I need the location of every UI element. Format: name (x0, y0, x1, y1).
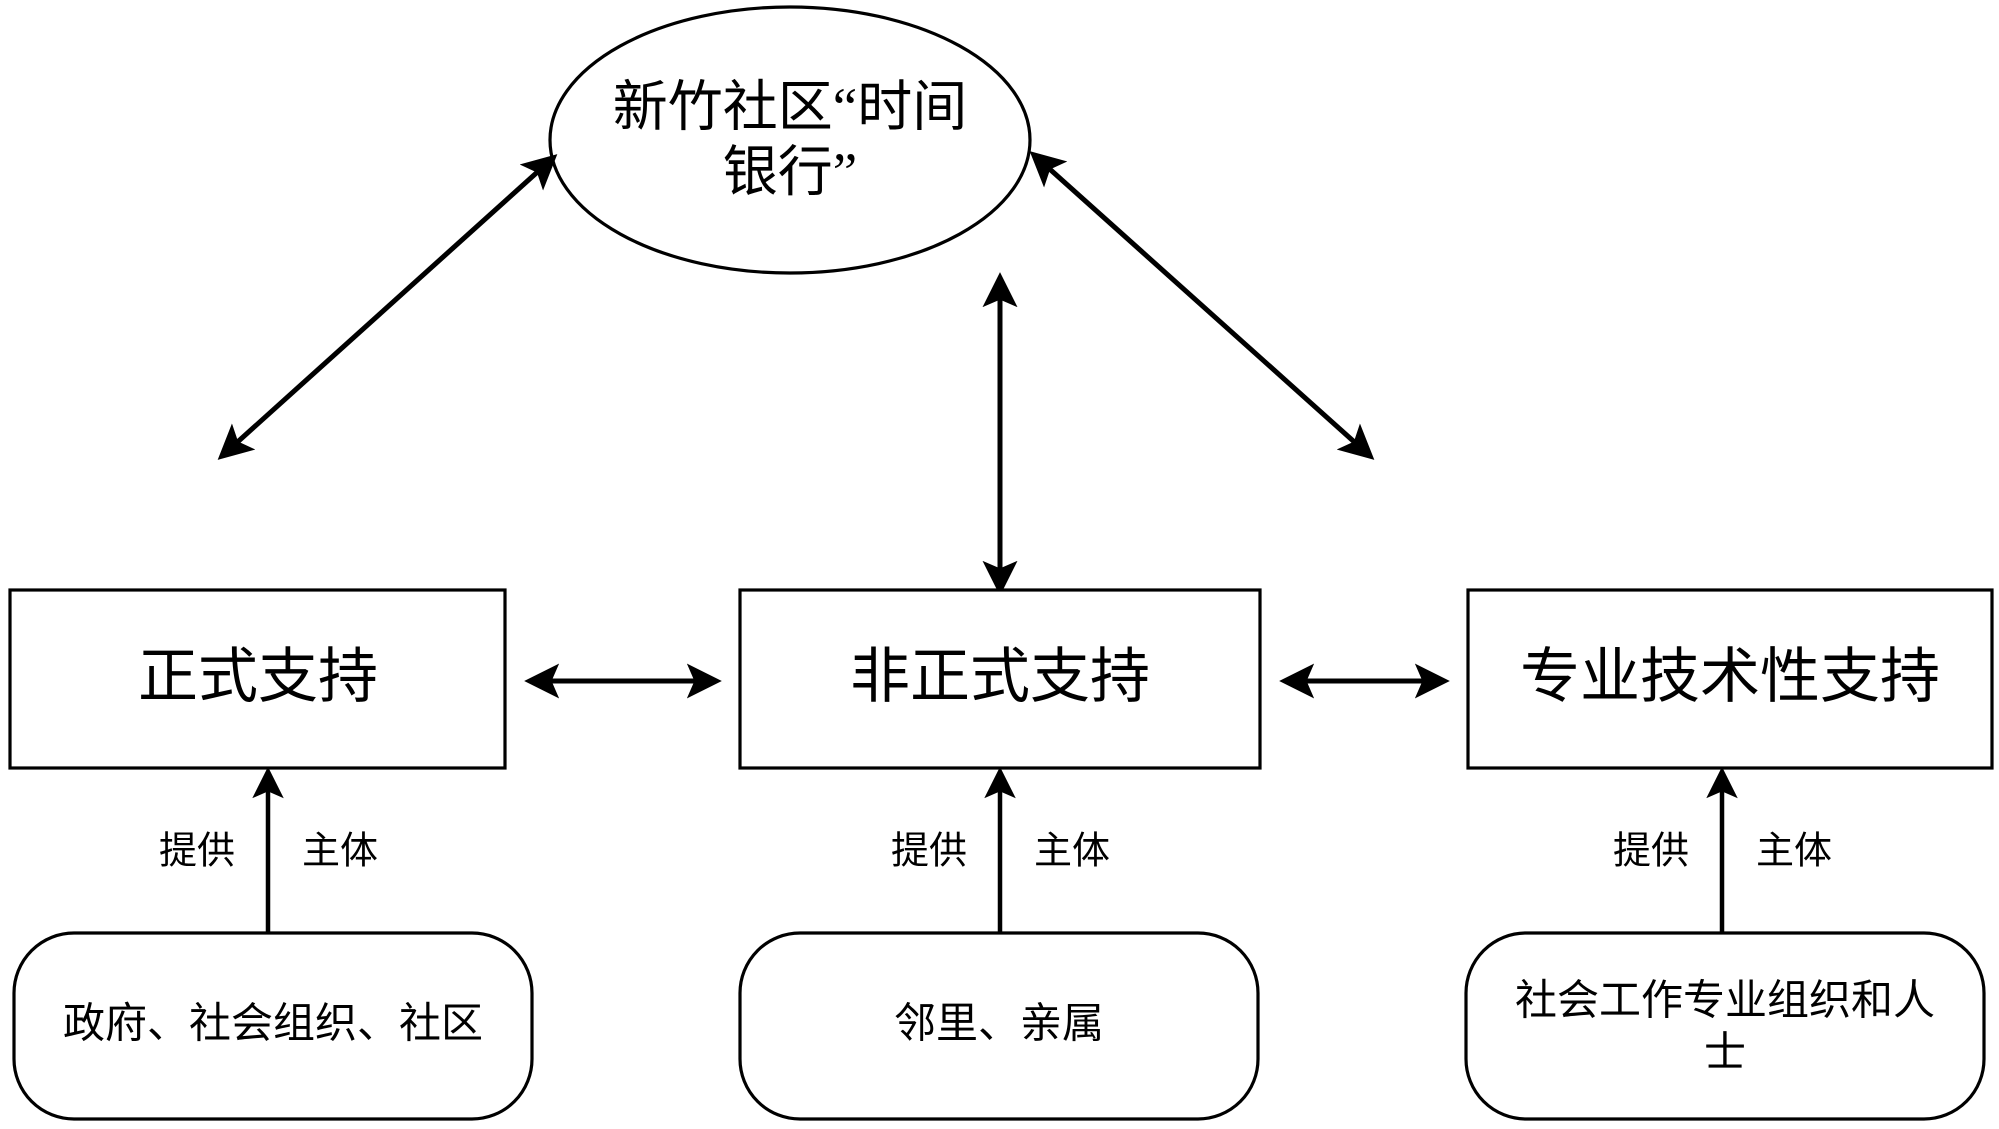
time-bank-label-line1: 新竹社区“时间 (613, 77, 967, 138)
node-provider-neighbors[interactable]: 邻里、亲属 (738, 931, 1260, 1121)
professional-support-label: 专业技术性支持 (1520, 644, 1940, 710)
formal-support-label: 正式支持 (138, 644, 378, 710)
provider-neighbors-label: 邻里、亲属 (894, 1002, 1104, 1048)
node-informal-support[interactable]: 非正式支持 (738, 588, 1262, 770)
edge-label-provider-left: 提供 主体 (159, 831, 378, 873)
informal-support-label: 非正式支持 (850, 644, 1150, 710)
node-provider-socialwork[interactable]: 社会工作专业组织和人 士 (1464, 931, 1986, 1121)
edge-label-right-part: 主体 (302, 831, 378, 873)
provider-government-label: 政府、社会组织、社区 (63, 1001, 483, 1048)
provider-government-box (12, 931, 534, 1121)
informal-support-box (738, 588, 1262, 770)
connector-formal-to-timebank (217, 154, 558, 460)
edge-label-left-part: 提供 (891, 831, 967, 873)
connector-professional-to-timebank (1029, 151, 1375, 460)
node-time-bank[interactable]: 新竹社区“时间 银行” (548, 5, 1032, 275)
edge-label-provider-right: 提供 主体 (1613, 831, 1832, 873)
time-bank-ellipse (548, 5, 1032, 275)
node-professional-support[interactable]: 专业技术性支持 (1466, 588, 1994, 770)
node-formal-support[interactable]: 正式支持 (8, 588, 507, 770)
provider-socialwork-label-line1: 社会工作专业组织和人 (1515, 979, 1935, 1025)
provider-socialwork-label-line2: 士 (1704, 1031, 1746, 1077)
edge-label-left-part: 提供 (159, 831, 235, 873)
edge-label-right-part: 主体 (1034, 831, 1110, 873)
node-provider-government[interactable]: 政府、社会组织、社区 (12, 931, 534, 1121)
time-bank-label-line2: 银行” (723, 142, 857, 203)
edge-label-right-part: 主体 (1756, 831, 1832, 873)
provider-socialwork-box (1464, 931, 1986, 1121)
edge-label-left-part: 提供 (1613, 831, 1689, 873)
provider-neighbors-box (738, 931, 1260, 1121)
edge-label-provider-middle: 提供 主体 (891, 831, 1110, 873)
